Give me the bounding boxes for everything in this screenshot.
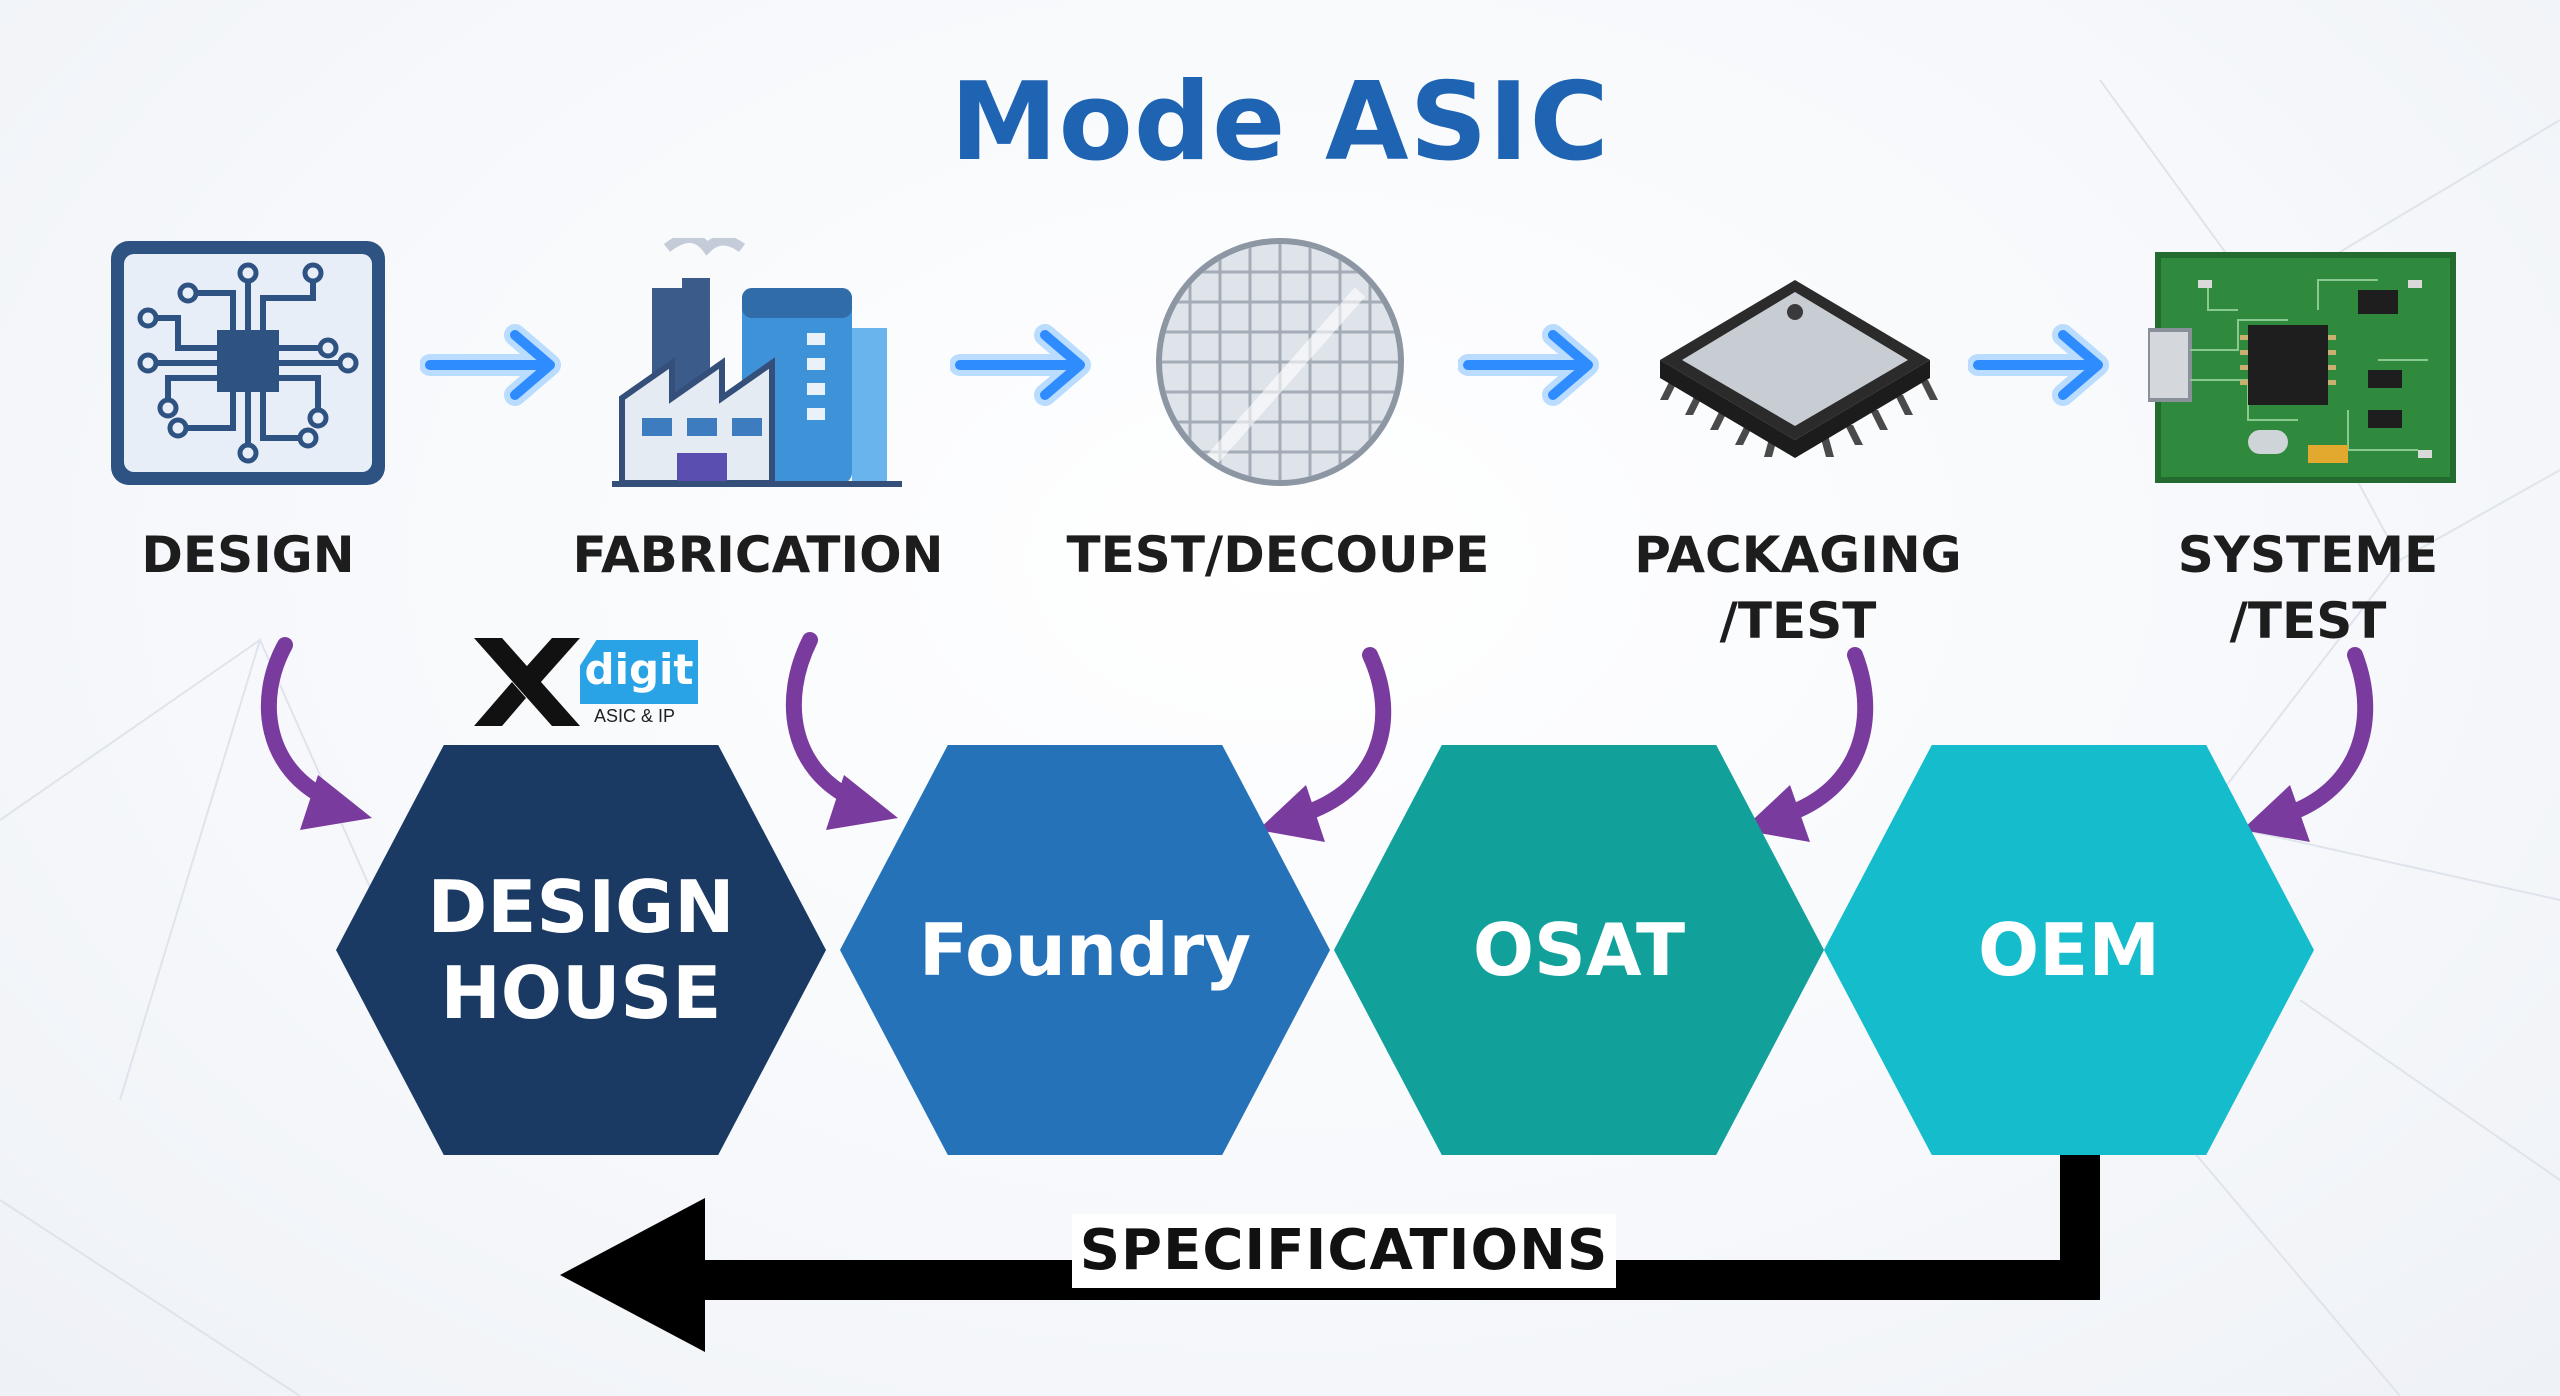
chip-package-icon [1660, 280, 1938, 458]
logo-tagline: ASIC & IP [594, 706, 676, 726]
stage-label-fabrication: FABRICATION [572, 526, 944, 584]
hex-osat: OSAT [1334, 745, 1824, 1155]
pcb-board-icon [2148, 252, 2456, 483]
stage-label-design: DESIGN [141, 526, 355, 584]
stage-label-packaging-test: PACKAGING /TEST [1634, 526, 1962, 650]
circuit-board-icon [111, 241, 385, 485]
xdigit-logo: digit ASIC & IP [468, 636, 698, 728]
hex-foundry: Foundry [840, 745, 1330, 1155]
hex-oem: OEM [1824, 745, 2314, 1155]
flow-arrow-2 [950, 324, 1091, 406]
flow-arrow-1 [420, 324, 561, 406]
stage-label-systeme-test: SYSTEME /TEST [2177, 526, 2439, 650]
hex-design-house: DESIGN HOUSE [336, 745, 826, 1155]
flow-arrow-3 [1458, 324, 1599, 406]
x-mark-icon [474, 638, 580, 726]
stage-label-test-decoupe: TEST/DECOUPE [1066, 526, 1490, 584]
specifications-label: SPECIFICATIONS [1072, 1214, 1616, 1288]
factory-icon [612, 238, 902, 487]
wafer-icon [1156, 238, 1404, 486]
flow-arrow-4 [1968, 324, 2109, 406]
page-title: Mode ASIC [950, 60, 1610, 185]
logo-name: digit [580, 640, 698, 704]
